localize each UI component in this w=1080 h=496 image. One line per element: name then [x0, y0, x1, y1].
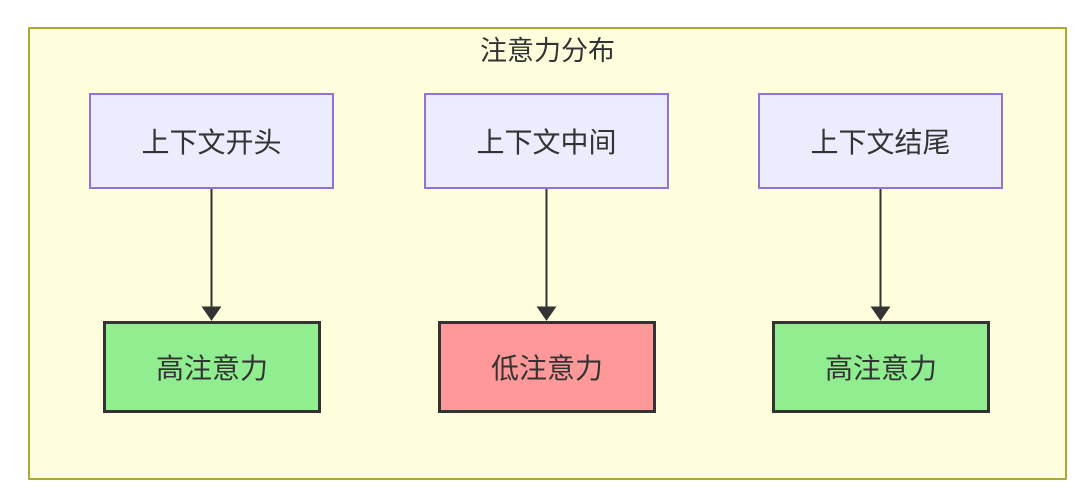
node-context-beginning-label: 上下文开头 — [141, 127, 282, 158]
node-context-middle-label: 上下文中间 — [476, 127, 617, 158]
node-high-attention-right-label: 高注意力 — [824, 353, 937, 384]
node-high-attention-right: 高注意力 — [772, 321, 990, 413]
node-high-attention-left: 高注意力 — [103, 321, 321, 413]
node-context-middle: 上下文中间 — [424, 93, 669, 189]
attention-distribution-group: 注意力分布 上下文开头 上下文中间 上下文结尾 高注意力 — [28, 27, 1067, 480]
node-low-attention-label: 低注意力 — [490, 353, 603, 384]
diagram-title: 注意力分布 — [480, 36, 615, 66]
arrow-middle-to-low-icon — [536, 189, 557, 321]
node-low-attention: 低注意力 — [438, 321, 656, 413]
node-context-end-label: 上下文结尾 — [810, 127, 951, 158]
arrow-end-to-high-icon — [870, 189, 891, 321]
arrow-beginning-to-high-icon — [201, 189, 222, 321]
node-context-end: 上下文结尾 — [758, 93, 1003, 189]
node-context-beginning: 上下文开头 — [89, 93, 334, 189]
node-high-attention-left-label: 高注意力 — [155, 353, 268, 384]
